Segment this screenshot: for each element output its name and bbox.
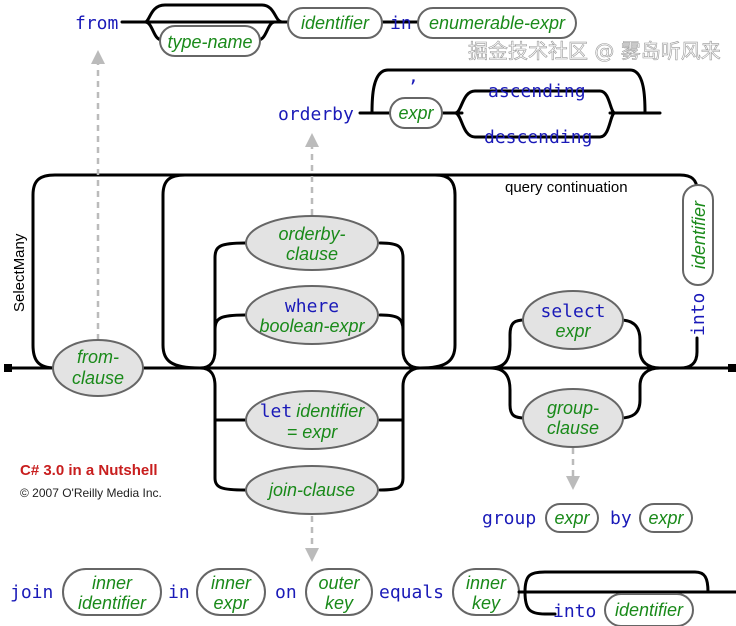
reference-arrows (91, 50, 580, 562)
start-terminal (4, 364, 12, 372)
watermark: 掘金技术社区 @ 雾岛听风来 (468, 39, 721, 63)
group-clause-text: group- (547, 398, 599, 418)
inner-identifier-text: identifier (78, 593, 147, 613)
outer-key-text: key (325, 593, 354, 613)
let-expr: = expr (287, 422, 339, 442)
by-expr-text: expr (648, 508, 684, 528)
orderby-clause-text: orderby- (278, 224, 345, 244)
arrow-down-icon (566, 476, 580, 490)
expr-text: expr (398, 103, 434, 123)
from-clause-text: clause (72, 368, 124, 388)
inner-identifier-text: inner (92, 573, 133, 593)
into-identifier-text: identifier (689, 200, 709, 269)
identifier-text: identifier (301, 13, 370, 33)
group-clause-node (522, 388, 624, 448)
join-clause-node (245, 465, 379, 515)
inner-expr-text: expr (213, 593, 249, 613)
keyword-into: into (553, 601, 596, 622)
inner-key-text: inner (466, 573, 507, 593)
keyword-group: group (482, 508, 536, 529)
orderby-clause-node (245, 215, 379, 271)
orderby-clause-text: clause (286, 244, 338, 264)
keyword-into: into (688, 293, 709, 336)
main-rails (4, 173, 736, 492)
group-expr-pill (545, 503, 599, 533)
type-name-text: type-name (167, 32, 252, 52)
group-clause-text: clause (547, 418, 599, 438)
join-into-rails (517, 570, 736, 616)
outer-key-pill (305, 568, 373, 616)
from-clause-node (52, 339, 144, 397)
inner-identifier-pill (62, 568, 162, 616)
by-expr-pill (639, 503, 693, 533)
keyword-let: let (260, 401, 293, 422)
comma-separator: , (408, 66, 419, 87)
select-node (522, 290, 624, 350)
let-node (245, 390, 379, 450)
boolean-expr-text: boolean-expr (259, 316, 365, 336)
keyword-in: in (168, 582, 190, 603)
inner-expr-text: inner (211, 573, 252, 593)
into-identifier-pill (682, 184, 714, 286)
group-syntax: group expr by expr (482, 503, 693, 533)
keyword-select: select (540, 301, 605, 322)
group-expr-text: expr (554, 508, 590, 528)
keyword-ascending: ascending (488, 81, 586, 102)
keyword-orderby: orderby (278, 104, 354, 125)
join-into-identifier-text: identifier (615, 600, 684, 620)
query-continuation-label: query continuation (505, 179, 628, 196)
keyword-on: on (275, 582, 297, 603)
keyword-equals: equals (379, 582, 444, 603)
from-clause-text: from- (77, 347, 119, 367)
arrow-up-icon (305, 133, 319, 147)
join-into-identifier-pill (604, 593, 694, 626)
selectmany-label: SelectMany (11, 233, 28, 312)
book-title: C# 3.0 in a Nutshell (20, 462, 158, 479)
join-syntax: join inner identifier in inner expr on o… (10, 568, 736, 626)
expr-pill (389, 97, 443, 129)
inner-expr-pill (196, 568, 266, 616)
keyword-where: where (285, 296, 339, 317)
outer-key-text: outer (318, 573, 360, 593)
from-rails (120, 3, 422, 42)
from-syntax: from type-name identifier in enumerable-… (75, 3, 577, 57)
orderby-rails (358, 68, 662, 139)
end-terminal (728, 364, 736, 372)
select-expr: expr (555, 321, 591, 341)
copyright: © 2007 O'Reilly Media Inc. (20, 486, 162, 500)
let-identifier: identifier (296, 401, 365, 421)
enumerable-expr-pill (417, 7, 577, 39)
keyword-descending: descending (484, 127, 592, 148)
join-clause-text: join-clause (266, 480, 355, 500)
orderby-syntax: orderby , expr ascending descending (278, 66, 662, 148)
keyword-from: from (75, 13, 118, 34)
identifier-pill (287, 7, 383, 39)
arrow-up-icon (91, 50, 105, 64)
type-name-pill (159, 25, 261, 57)
keyword-in: in (390, 13, 412, 34)
enumerable-expr-text: enumerable-expr (429, 13, 566, 33)
inner-key-text: key (472, 593, 501, 613)
keyword-by: by (610, 508, 632, 529)
arrow-down-icon (305, 548, 319, 562)
where-node (245, 285, 379, 345)
keyword-join: join (10, 582, 53, 603)
